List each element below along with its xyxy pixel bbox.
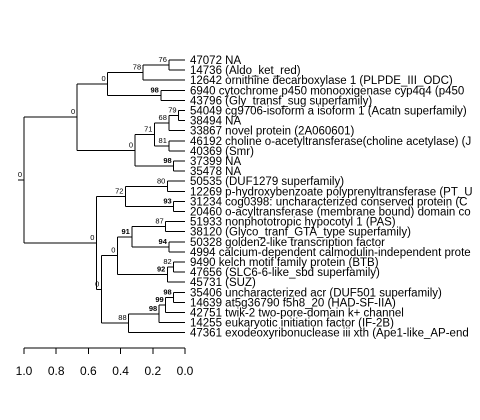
leaf-label: 54049 cg9706-isoform a isoform 1 (Acatn … [190, 106, 467, 118]
axis-tick-label: 0.2 [144, 364, 161, 378]
support-values: 7678980796881719800809372879491829209899… [18, 55, 177, 322]
leaf-label: 46192 choline o-acetyltransferase(cholin… [190, 136, 471, 148]
support-value: 98 [163, 287, 171, 296]
leaf-label: 38494 NA [190, 116, 241, 128]
support-value: 80 [157, 176, 165, 185]
leaf-label: 12642 ornithine decarboxylase 1 (PLPDE_I… [190, 75, 453, 87]
support-value: 87 [155, 217, 163, 226]
support-value: 94 [159, 237, 168, 246]
leaf-label: 43796 (Gly_transf_sug superfamily) [190, 95, 372, 107]
leaf-label: 4994 calcium-dependent calmodulin-indepe… [190, 247, 471, 259]
leaf-label: 40369 (Smr) [190, 146, 254, 158]
support-value: 92 [157, 265, 165, 274]
support-value: 76 [159, 55, 167, 64]
leaf-label: 38120 (Glyco_tranf_GTA_type superfamily) [190, 227, 411, 239]
leaf-label: 31234 cog0398: uncharacterized conserved… [190, 196, 467, 208]
support-value: 88 [118, 313, 126, 322]
axis-tick-label: 0.4 [112, 364, 129, 378]
dendrogram-branches [18, 59, 185, 334]
axis-tick-label: 0.6 [80, 364, 97, 378]
support-value: 98 [149, 304, 157, 313]
support-value: 98 [163, 156, 171, 165]
support-value: 0 [95, 279, 99, 288]
support-value: 79 [168, 106, 176, 115]
support-value: 78 [133, 63, 141, 72]
leaf-label: 14639 at5g36790 f5h8_20 (HAD-SF-IIA) [190, 297, 396, 309]
support-value: 98 [151, 85, 159, 94]
support-value: 99 [155, 295, 163, 304]
support-value: 68 [159, 113, 167, 122]
support-value: 0 [111, 246, 115, 255]
leaf-label: 20460 o-acyltransferase (membrane bound)… [190, 207, 471, 219]
leaf-label: 6940 cytochrome p450 monooxigenase cyp4q… [190, 85, 464, 97]
axis-tick-label: 1.0 [16, 364, 33, 378]
leaf-label: 42751 twik-2 two-pore-domain k+ channel [190, 308, 404, 320]
support-value: 93 [163, 196, 171, 205]
support-value: 81 [159, 136, 167, 145]
support-value: 71 [144, 124, 152, 133]
support-value: 91 [122, 227, 130, 236]
support-value: 82 [163, 257, 171, 266]
leaf-label: 50328 golden2-like transcription factor [190, 237, 385, 249]
leaf-label: 35406 uncharacterized acr (DUF501 superf… [190, 287, 442, 299]
support-value: 72 [115, 186, 123, 195]
leaf-label: 47656 (SLC6-6-like_sbd superfamily) [190, 267, 380, 279]
leaf-label: 35478 NA [190, 166, 241, 178]
support-value: 0 [71, 107, 75, 116]
leaf-label: 47361 exodeoxyribonuclease iii xth (Ape1… [190, 328, 469, 340]
leaf-label: 9490 kelch motif family protein (BTB) [190, 257, 379, 269]
leaf-label: 33867 novel protein (2A060601) [190, 126, 354, 138]
leaf-label: 37399 NA [190, 156, 241, 168]
leaf-label: 47072 NA [190, 55, 241, 67]
support-value: 0 [129, 140, 133, 149]
support-value: 0 [90, 233, 94, 242]
leaf-label: 51933 nonphototropic hypocotyl 1 (PAS) [190, 217, 396, 229]
leaf-label: 45731 (SUZ) [190, 277, 256, 289]
support-value: 0 [18, 170, 22, 179]
leaf-label: 14255 eukaryotic initiation factor (IF-2… [190, 318, 394, 330]
axis-tick-label: 0.8 [48, 364, 65, 378]
height-axis: 1.0 0.8 0.6 0.4 0.2 0.0 [16, 347, 194, 378]
leaf-label: 12269 p-hydroxybenzoate polyprenyltransf… [190, 186, 473, 198]
axis-tick-label: 0.0 [177, 364, 194, 378]
leaf-label: 50535 (DUF1279 superfamily) [190, 176, 344, 188]
leaf-label: 14736 (Aldo_ket_red) [190, 65, 301, 77]
support-value: 0 [102, 74, 106, 83]
